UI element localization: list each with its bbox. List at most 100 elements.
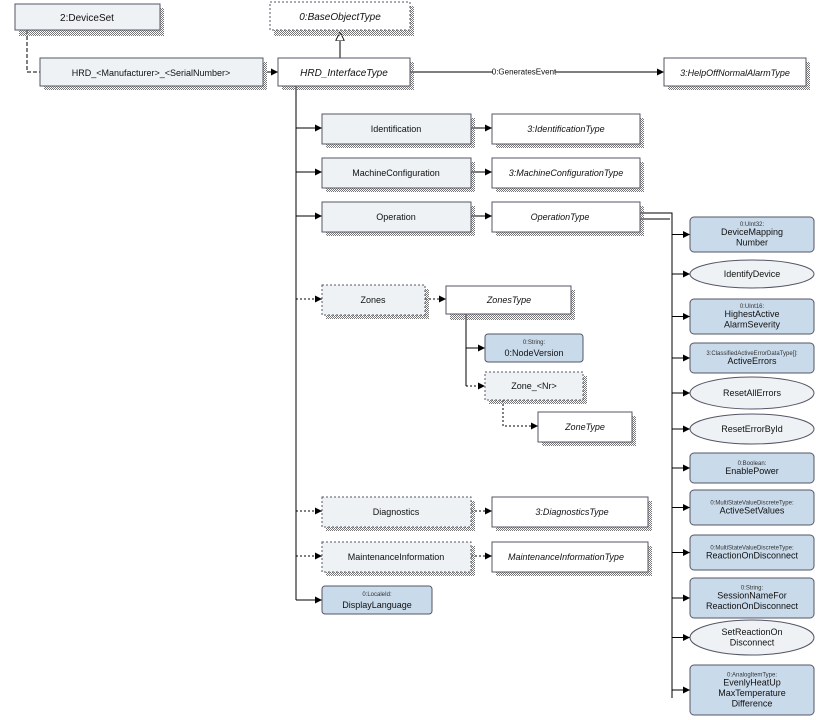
node-alarmtype[interactable]: 3:HelpOffNormalAlarmType <box>663 57 810 90</box>
node-baseobjecttype[interactable]: 0:BaseObjectType <box>269 1 414 36</box>
node-identification-label: Identification <box>371 124 422 134</box>
node-diagnostics[interactable]: Diagnostics <box>321 496 475 531</box>
node-maintenanceinformation[interactable]: MaintenanceInformation <box>321 541 475 576</box>
member-type: 0:String: <box>741 586 764 592</box>
member-label: Difference <box>732 698 773 708</box>
member-label: SetReactionOn <box>721 627 782 637</box>
member-shape <box>689 413 815 445</box>
member-label: IdentifyDevice <box>724 269 781 279</box>
member-type: 0:Boolean: <box>738 461 767 467</box>
node-maintenanceinformationtype[interactable]: MaintenanceInformationType <box>491 541 652 576</box>
member-shape <box>689 534 815 571</box>
node-operation[interactable]: Operation <box>321 201 475 236</box>
member-type: 0:UInt16: <box>740 304 765 310</box>
member-shape <box>689 619 815 656</box>
node-diagnosticstype[interactable]: 3:DiagnosticsType <box>491 496 652 531</box>
member-label: SessionNameFor <box>717 591 787 601</box>
operation-member-branches <box>672 231 690 694</box>
node-nodeversion-label: 0:NodeVersion <box>504 348 563 358</box>
member-label: DeviceMapping <box>721 227 783 237</box>
member-label: ReactionOnDisconnect <box>706 601 799 611</box>
member-shape <box>689 376 815 410</box>
trunk-operation <box>640 212 673 698</box>
member-reactionondisconnect[interactable]: 0:MultiStateValueDiscreteType:ReactionOn… <box>689 534 815 571</box>
member-label: ResetAllErrors <box>723 388 782 398</box>
node-hrd-device[interactable]: HRD_<Manufacturer>_<SerialNumber> <box>39 57 267 90</box>
node-nodeversion[interactable]: 0:String: 0:NodeVersion <box>484 333 584 363</box>
node-operationtype-label: OperationType <box>531 212 590 222</box>
node-interfacetype[interactable]: HRD_InterfaceType <box>277 57 414 90</box>
node-machineconfiguration-label: MachineConfiguration <box>352 168 440 178</box>
node-hrd-device-label: HRD_<Manufacturer>_<SerialNumber> <box>72 68 231 78</box>
member-evenlyheatupmaxtemperaturedifference[interactable]: 0:AnalogItemType:EvenlyHeatUpMaxTemperat… <box>689 664 815 716</box>
member-shape <box>689 259 815 289</box>
node-zonestype-label: ZonesType <box>486 295 531 305</box>
member-activeerrors[interactable]: 3:ClassifiedActiveErrorDataType[]:Active… <box>689 342 815 374</box>
node-machineconfigurationtype-label: 3:MachineConfigurationType <box>509 168 623 178</box>
member-type: 0:MultiStateValueDiscreteType: <box>710 545 794 551</box>
node-nodeversion-type: 0:String: <box>523 340 546 346</box>
member-resetallerrors[interactable]: ResetAllErrors <box>689 376 815 410</box>
node-zonetype[interactable]: ZoneType <box>537 411 636 446</box>
node-operation-label: Operation <box>376 212 416 222</box>
node-machineconfiguration[interactable]: MachineConfiguration <box>321 157 475 192</box>
member-reseterrorbyid[interactable]: ResetErrorById <box>689 413 815 445</box>
member-type: 3:ClassifiedActiveErrorDataType[]: <box>706 351 798 357</box>
member-enablepower[interactable]: 0:Boolean:EnablePower <box>689 452 815 484</box>
member-label: Number <box>736 238 768 248</box>
node-identification[interactable]: Identification <box>321 113 475 148</box>
node-diagnostics-label: Diagnostics <box>373 507 420 517</box>
member-shape <box>689 216 815 253</box>
node-zonestype[interactable]: ZonesType <box>445 285 575 320</box>
member-label: ReactionOnDisconnect <box>706 550 799 560</box>
node-identificationtype-label: 3:IdentificationType <box>527 124 604 134</box>
generates-event-label: 0:GeneratesEvent <box>492 66 557 77</box>
connectors <box>26 30 673 698</box>
node-interfacetype-label: HRD_InterfaceType <box>300 68 388 79</box>
member-shape <box>689 342 815 374</box>
member-label: ResetErrorById <box>721 424 783 434</box>
member-label: EnablePower <box>725 466 779 476</box>
node-operationtype[interactable]: OperationType <box>491 201 644 236</box>
member-label: HighestActive <box>724 309 779 319</box>
member-type: 0:MultiStateValueDiscreteType: <box>710 500 794 506</box>
node-baseobjecttype-label: 0:BaseObjectType <box>299 12 381 23</box>
member-type: 0:UInt32: <box>740 222 765 228</box>
edge-deviceset-hrd <box>26 30 40 73</box>
member-shape <box>689 664 815 716</box>
edge-label-generates: 0:GeneratesEvent <box>492 68 557 77</box>
member-identifydevice[interactable]: IdentifyDevice <box>689 259 815 289</box>
operation-members: 0:UInt32:DeviceMappingNumberIdentifyDevi… <box>689 216 815 716</box>
member-sessionnameforreactionondisconnect[interactable]: 0:String:SessionNameForReactionOnDisconn… <box>689 577 815 619</box>
node-alarmtype-label: 3:HelpOffNormalAlarmType <box>680 68 790 78</box>
member-type: 0:AnalogItemType: <box>727 672 777 678</box>
node-maintenanceinformation-label: MaintenanceInformation <box>348 552 445 562</box>
node-zonetype-label: ZoneType <box>564 422 605 432</box>
member-shape <box>689 452 815 484</box>
node-diagnosticstype-label: 3:DiagnosticsType <box>535 507 608 517</box>
member-label: EvenlyHeatUp <box>723 677 781 687</box>
member-label: ActiveErrors <box>727 356 777 366</box>
node-zonenr[interactable]: Zone_<Nr> <box>484 371 587 404</box>
member-shape <box>689 489 815 526</box>
node-zones-label: Zones <box>360 295 386 305</box>
member-label: MaxTemperature <box>718 688 786 698</box>
node-deviceset-label: 2:DeviceSet <box>60 13 114 24</box>
node-zonenr-label: Zone_<Nr> <box>511 381 557 391</box>
member-label: Disconnect <box>730 638 775 648</box>
node-machineconfigurationtype[interactable]: 3:MachineConfigurationType <box>491 157 644 192</box>
edge-zonenr-zonetype <box>502 400 538 430</box>
member-shape <box>689 577 815 619</box>
member-activesetvalues[interactable]: 0:MultiStateValueDiscreteType:ActiveSetV… <box>689 489 815 526</box>
node-deviceset[interactable]: 2:DeviceSet <box>14 3 164 36</box>
member-label: AlarmSeverity <box>724 320 781 330</box>
node-identificationtype[interactable]: 3:IdentificationType <box>491 113 644 148</box>
member-label: ActiveSetValues <box>720 505 785 515</box>
member-shape <box>689 298 815 335</box>
node-zones[interactable]: Zones <box>321 284 429 319</box>
node-displaylanguage[interactable]: 0:LocaleId: DisplayLanguage <box>321 585 433 615</box>
